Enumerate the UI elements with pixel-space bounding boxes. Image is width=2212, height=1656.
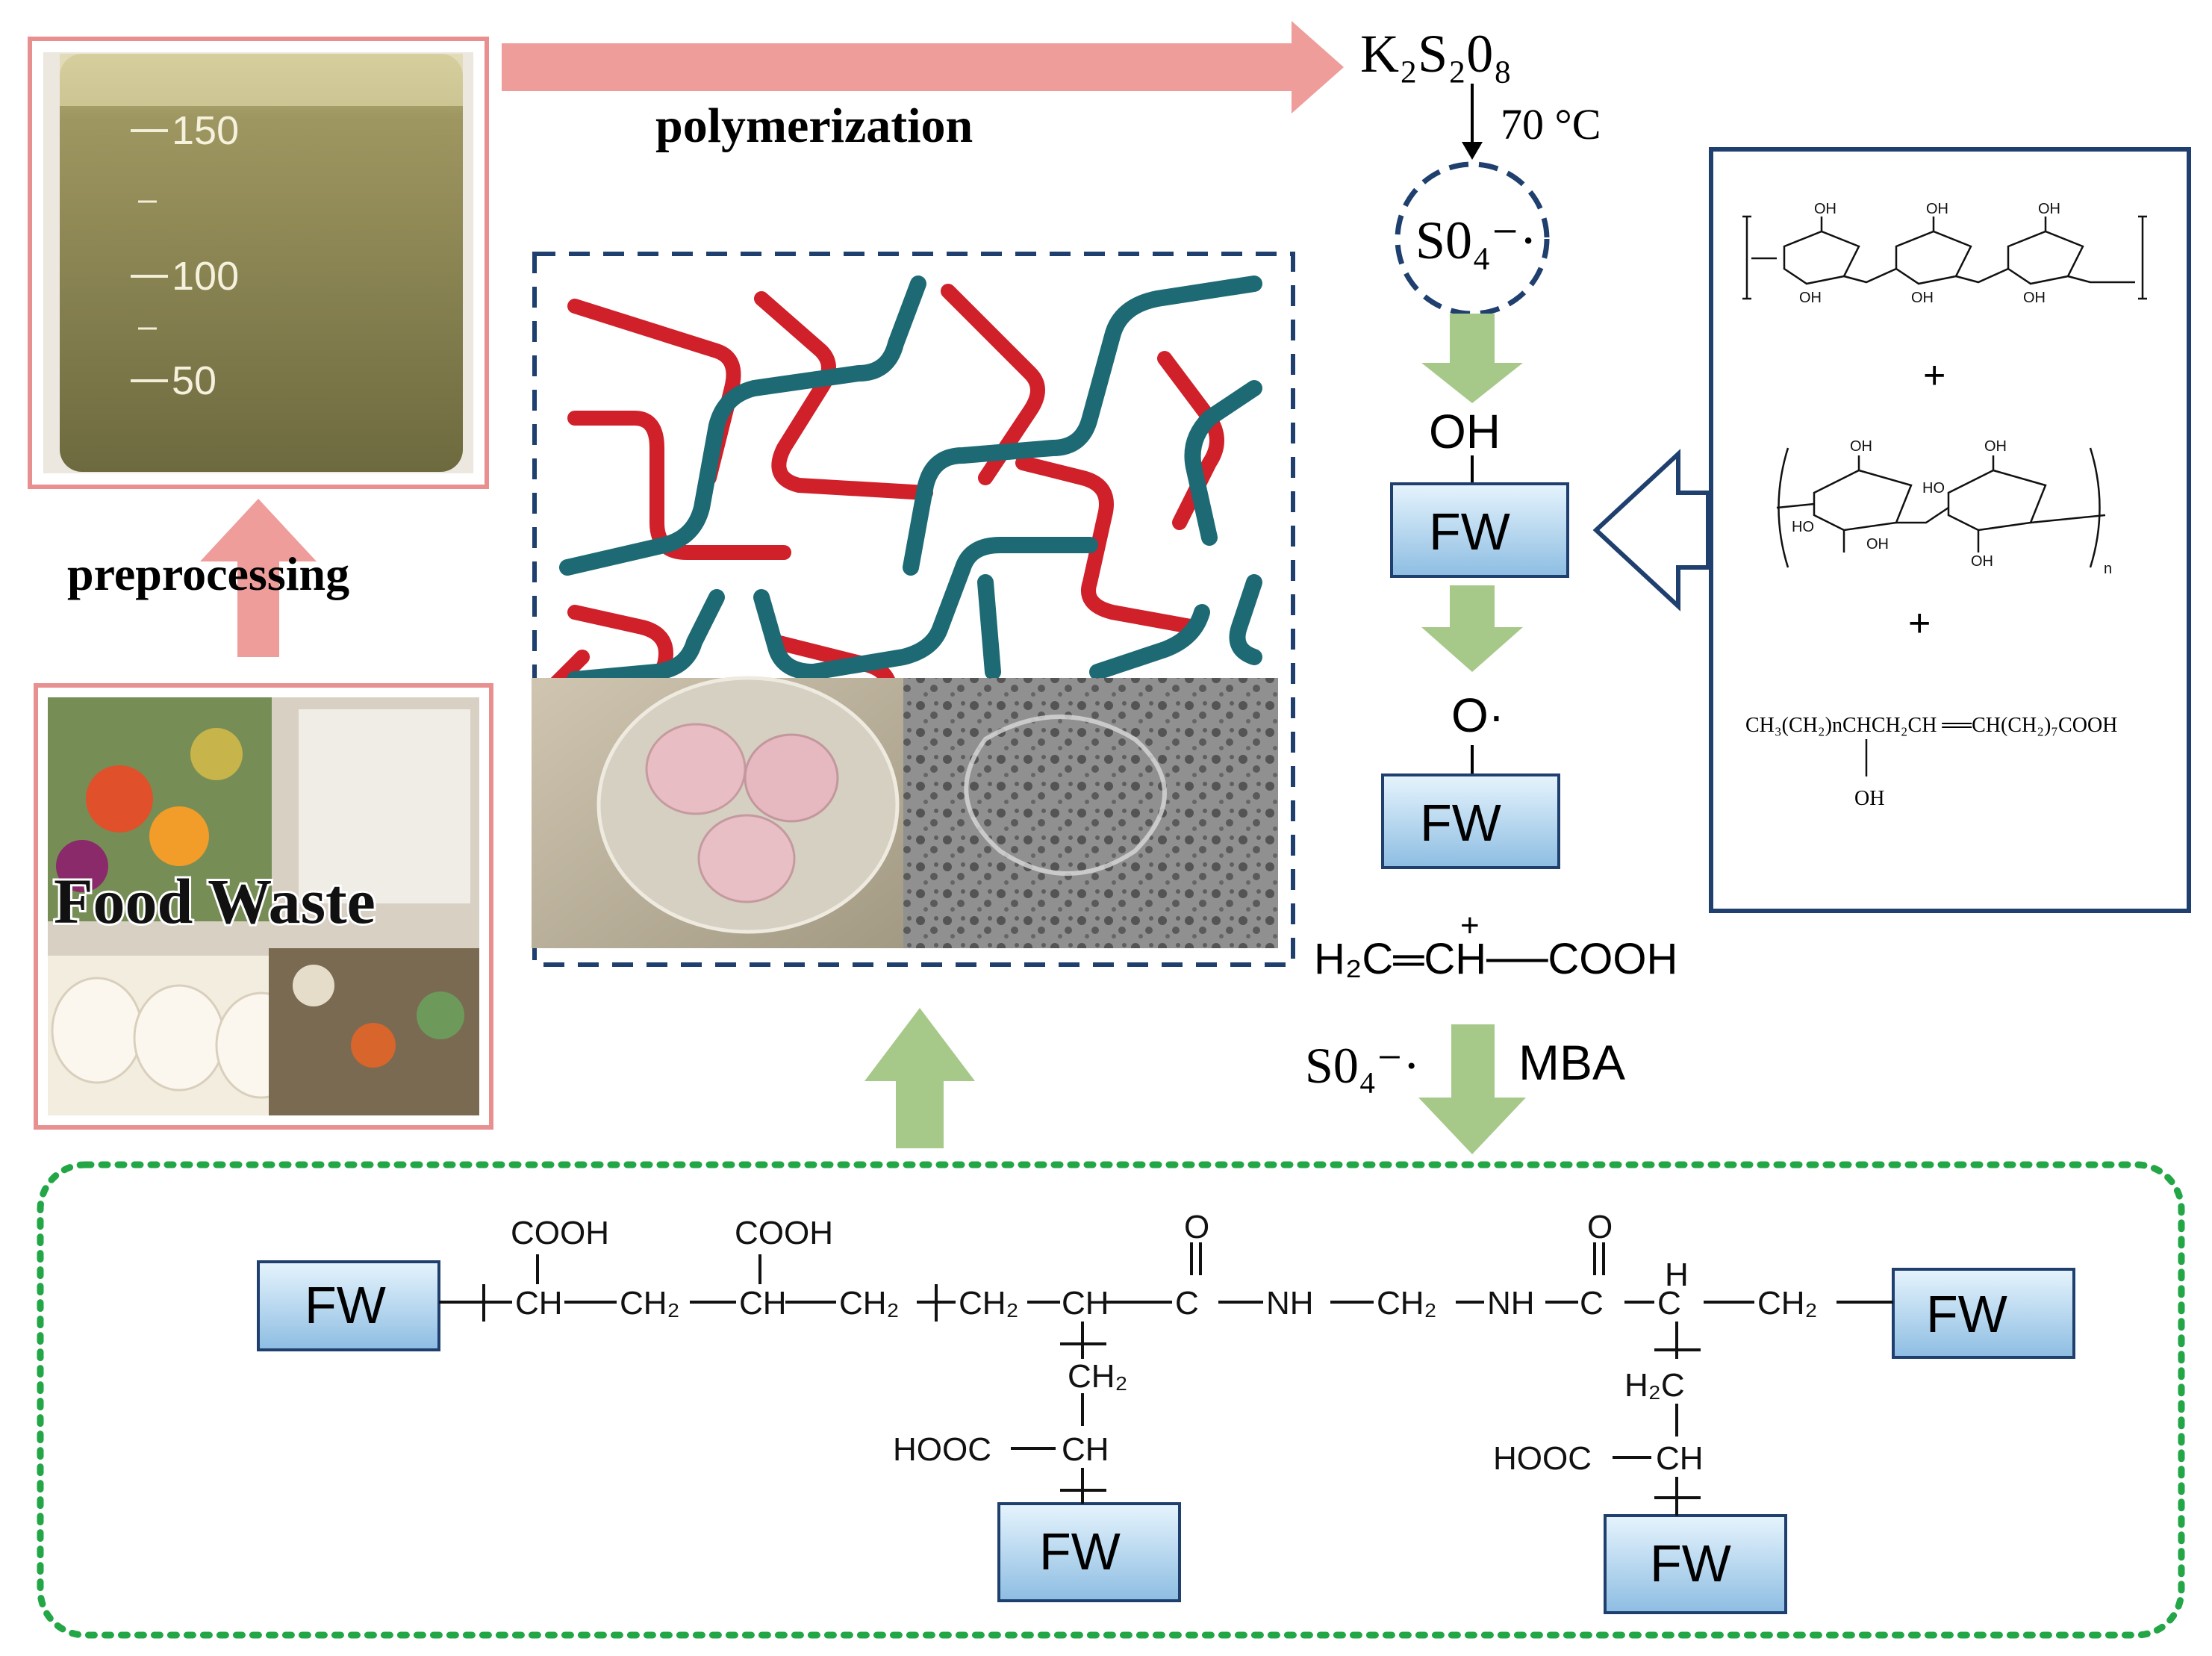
teal-polymer-chains bbox=[559, 276, 1262, 688]
cellulose-oh-2: OH bbox=[1984, 438, 2007, 455]
beaker-foam bbox=[60, 54, 463, 106]
beaker-graduation-marks bbox=[131, 129, 168, 382]
svg-text:OH: OH bbox=[1911, 290, 1934, 306]
cellulose-oh-3: OH bbox=[1866, 536, 1889, 552]
product-carbonyl-o-1: O bbox=[1184, 1209, 1209, 1245]
fw-block-bottom-right-label: FW bbox=[1650, 1534, 1731, 1593]
svg-text:OH: OH bbox=[2038, 201, 2060, 217]
components-plus-2: + bbox=[1908, 602, 1931, 645]
svg-text:OH: OH bbox=[1926, 201, 1948, 217]
product-branch-ch-left: CH bbox=[1062, 1431, 1109, 1468]
product-h: H bbox=[1665, 1257, 1689, 1293]
mba-label: MBA bbox=[1518, 1035, 1625, 1090]
product-structure-panel: FW FW FW FW bbox=[37, 1161, 2185, 1639]
product-ch-3: CH bbox=[1062, 1285, 1109, 1322]
product-ch-2: CH bbox=[739, 1285, 787, 1322]
cellulose-oh-1: OH bbox=[1850, 438, 1872, 455]
beaker-mark-100: 100 bbox=[172, 254, 239, 299]
acrylic-acid-plus: + bbox=[1460, 907, 1480, 944]
product-ch2-1: CH₂ bbox=[620, 1285, 680, 1322]
product-branch-ch-right: CH bbox=[1656, 1440, 1704, 1477]
product-to-network-arrow bbox=[864, 1008, 975, 1148]
food-waste-photo bbox=[34, 683, 493, 1130]
preprocessing-arrow bbox=[200, 499, 317, 657]
hydrogel-network-panel bbox=[532, 252, 1295, 967]
preprocessing-label: preprocessing bbox=[67, 547, 349, 600]
product-bonds bbox=[439, 1242, 1893, 1516]
product-c-2: C bbox=[1580, 1285, 1604, 1322]
product-hooc-left: HOOC bbox=[893, 1431, 991, 1468]
product-branch-ch2-left: CH₂ bbox=[1068, 1358, 1128, 1395]
fw-block-right-label: FW bbox=[1926, 1285, 2007, 1343]
components-plus-1: + bbox=[1923, 354, 1945, 397]
sem-micrograph bbox=[903, 678, 1278, 948]
hydrogel-disc-photo bbox=[532, 676, 903, 948]
beaker-mark-50: 50 bbox=[172, 358, 216, 403]
svg-text:OH: OH bbox=[2023, 290, 2046, 306]
initiator-arrow-head bbox=[1462, 142, 1483, 160]
product-ch2-4: CH₂ bbox=[1377, 1285, 1437, 1322]
temperature-label: 70 °C bbox=[1501, 100, 1601, 149]
product-hooc-right: HOOC bbox=[1493, 1440, 1592, 1477]
cellulose-subscript-n: n bbox=[2104, 561, 2112, 577]
product-carbonyl-o-2: O bbox=[1587, 1209, 1613, 1245]
product-ch-1: CH bbox=[515, 1285, 563, 1322]
beaker-mark-150: 150 bbox=[172, 108, 239, 153]
product-ch2-3: CH₂ bbox=[959, 1285, 1019, 1322]
product-c-1: C bbox=[1175, 1285, 1199, 1322]
fatty-acid-formula: CH₃(CH₂)nCHCH₂CH ══CH(CH₂)₇COOH bbox=[1745, 714, 2117, 737]
components-to-fw-arrow bbox=[1592, 449, 1710, 611]
fw-block-right: FW bbox=[1892, 1268, 2075, 1359]
polymerization-arrow bbox=[502, 21, 1344, 113]
food-waste-label: Food Waste bbox=[54, 865, 376, 937]
polymerization-label: polymerization bbox=[655, 99, 973, 153]
fw-block-oxy-label: FW bbox=[1420, 794, 1501, 852]
fw-block-left: FW bbox=[257, 1260, 440, 1351]
fatty-acid-oh: OH bbox=[1854, 787, 1884, 810]
sulfate-radical-step-label: S0₄⁻· bbox=[1305, 1037, 1420, 1094]
svg-text:OH: OH bbox=[1814, 201, 1836, 217]
fw-block-bottom-left: FW bbox=[997, 1502, 1181, 1602]
components-frame bbox=[1709, 147, 2191, 913]
hydroxyl-label: OH bbox=[1429, 405, 1501, 458]
step-arrow-1 bbox=[1421, 314, 1523, 403]
product-cooh-1: COOH bbox=[511, 1215, 609, 1251]
product-branch-h2c-right: H₂C bbox=[1624, 1367, 1685, 1404]
product-cooh-2: COOH bbox=[735, 1215, 833, 1251]
cellulose-ho-1: HO bbox=[1792, 519, 1814, 535]
product-ch2-2: CH₂ bbox=[839, 1285, 900, 1322]
fw-block-oxy: FW bbox=[1381, 773, 1560, 869]
cellulose-oh-4: OH bbox=[1971, 553, 1993, 570]
sulfate-radical-circle bbox=[1395, 161, 1550, 317]
product-ch2-5: CH₂ bbox=[1757, 1285, 1818, 1322]
starch-structure: OH OH OH OH OH OH bbox=[1742, 201, 2147, 306]
product-c-3: C bbox=[1657, 1285, 1681, 1322]
sulfate-radical-label: S0₄⁻· bbox=[1415, 211, 1537, 270]
acrylic-acid-formula: H₂C═CH──COOH bbox=[1314, 935, 1677, 983]
fw-block-bottom-left-label: FW bbox=[1039, 1522, 1121, 1581]
oxy-radical-label: O· bbox=[1451, 688, 1504, 742]
fw-block-hydroxyl-label: FW bbox=[1429, 502, 1510, 561]
initiator-k2s2o8: K₂S₂0₈ bbox=[1360, 24, 1512, 84]
fw-block-left-label: FW bbox=[305, 1276, 386, 1334]
product-nh-1: NH bbox=[1266, 1285, 1314, 1322]
cellulose-ho-2: HO bbox=[1922, 480, 1945, 497]
fw-block-bottom-right: FW bbox=[1604, 1514, 1787, 1614]
step-arrow-3 bbox=[1418, 1024, 1526, 1154]
svg-text:OH: OH bbox=[1799, 290, 1822, 306]
step-arrow-2 bbox=[1421, 585, 1523, 672]
fw-block-hydroxyl: FW bbox=[1390, 482, 1569, 578]
beaker-photo: 150 100 50 bbox=[28, 37, 489, 489]
food-waste-components-panel: OH OH OH OH OH OH + OH OH HO HO OH OH n … bbox=[1709, 147, 2191, 913]
product-nh-2: NH bbox=[1487, 1285, 1535, 1322]
beaker-liquid bbox=[60, 54, 463, 472]
cellulose-structure: OH OH HO HO OH OH n bbox=[1776, 438, 2112, 577]
